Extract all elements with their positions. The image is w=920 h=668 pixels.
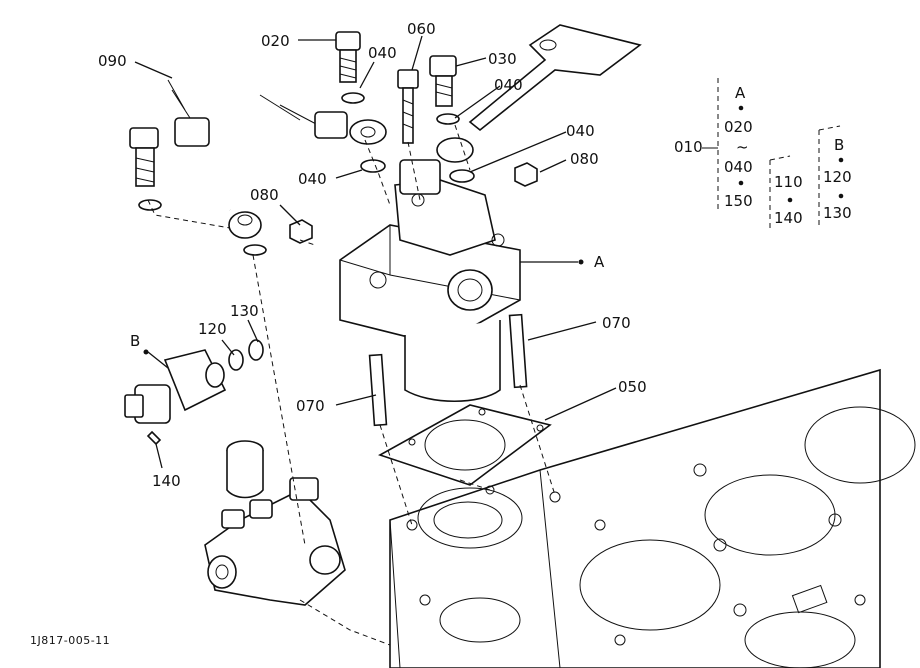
label-040-left: 040 — [298, 170, 327, 188]
washers — [243, 92, 475, 256]
label-070-right: 070 — [602, 314, 631, 332]
label-030: 030 — [488, 50, 517, 68]
alignment-lines — [147, 124, 556, 646]
label-a-pointer: A — [594, 253, 605, 271]
part-group-legend: 010 A 020 ~ 040 150 110 140 B 120 130 — [674, 78, 852, 228]
figure-code: 1J817-005-11 — [30, 634, 110, 647]
pointer-dot-b — [143, 349, 149, 355]
legend-a-item-4: 150 — [724, 192, 753, 210]
bolt-030 — [429, 55, 457, 107]
label-050: 050 — [618, 378, 647, 396]
nuts-080 — [289, 162, 538, 244]
legend-a-title: A — [735, 84, 746, 102]
label-040-far: 040 — [566, 122, 595, 140]
legend-a-item-1: 020 — [724, 118, 753, 136]
bolt-060 — [397, 69, 419, 144]
label-b-pointer: B — [130, 332, 140, 350]
legend-b-item-2: 130 — [823, 204, 852, 222]
label-090: 090 — [98, 52, 127, 70]
gasket-050 — [378, 404, 552, 486]
lower-housing — [204, 440, 346, 606]
fuel-pipe — [167, 29, 387, 239]
label-020: 020 — [261, 32, 290, 50]
legend-a-item-3: 040 — [724, 158, 753, 176]
legend-main-number: 010 — [674, 138, 703, 156]
studs-070 — [368, 313, 528, 427]
legend-b-item-1: 120 — [823, 168, 852, 186]
supply-pump — [339, 159, 521, 402]
control-valve — [124, 339, 264, 446]
label-080-left: 080 — [250, 186, 279, 204]
label-080-right: 080 — [570, 150, 599, 168]
label-060: 060 — [407, 20, 436, 38]
label-130: 130 — [230, 302, 259, 320]
leader-lines — [134, 35, 617, 469]
pointer-dot-a — [578, 259, 584, 265]
label-140: 140 — [152, 472, 181, 490]
label-040-right: 040 — [494, 76, 523, 94]
label-070-left: 070 — [296, 397, 325, 415]
bracket — [468, 24, 642, 132]
engine-block — [389, 368, 916, 668]
legend-a-item-2: ~ — [736, 138, 749, 156]
label-040-top: 040 — [368, 44, 397, 62]
bolt-left — [129, 127, 162, 211]
bolt-020 — [335, 31, 361, 83]
legend-mid-item-1: 110 — [774, 173, 803, 191]
label-120: 120 — [198, 320, 227, 338]
legend-mid-item-2: 140 — [774, 209, 803, 227]
legend-b-title: B — [834, 136, 844, 154]
